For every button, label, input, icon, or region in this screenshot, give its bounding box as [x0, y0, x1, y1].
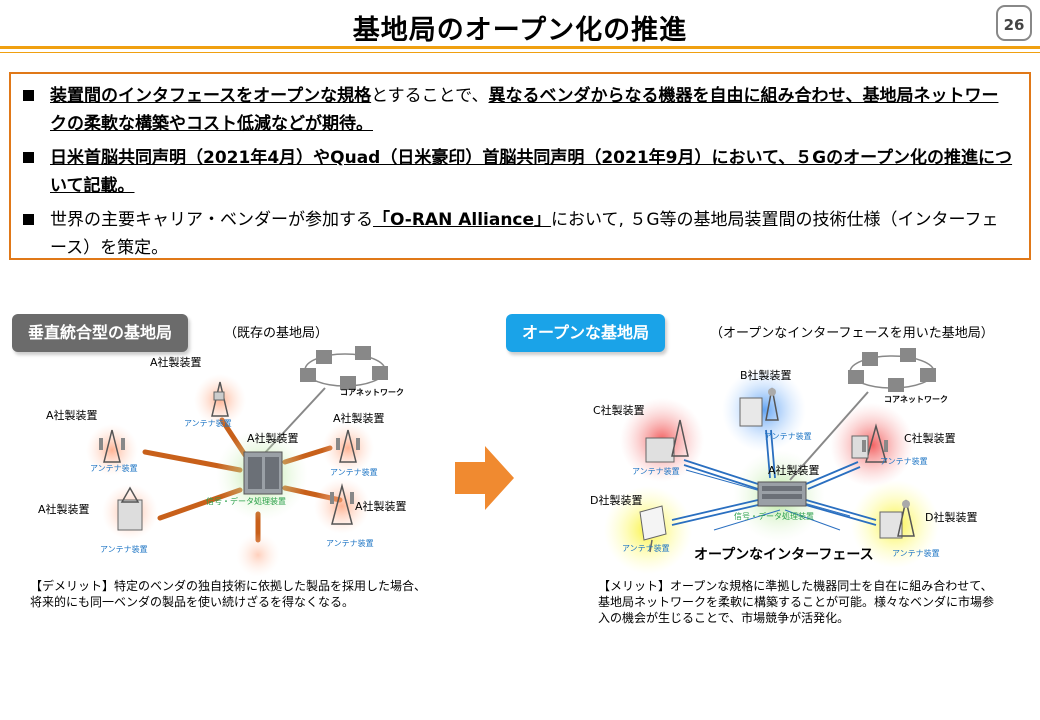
- processing-unit-icon: [757, 481, 807, 507]
- backhaul-link: [789, 391, 869, 481]
- square-bullet-icon: [23, 152, 34, 163]
- open-basestation-sublabel: （オープンなインターフェースを用いた基地局）: [710, 326, 994, 341]
- bullet-item: 装置間のインタフェースをオープンな規格とすることで、異なるベンダからなる機器を自…: [23, 82, 1015, 138]
- antenna-icon: [314, 478, 370, 534]
- core-network-label: コアネットワーク: [340, 388, 404, 397]
- processing-unit-icon: [243, 451, 283, 495]
- vendor-c-label: C社製装置: [904, 432, 956, 445]
- antenna-icon: [194, 374, 246, 426]
- antenna-icon: [879, 499, 915, 539]
- vendor-a-label: A社製装置: [150, 356, 202, 369]
- bullet-text: において, ５G等の基地局装置間の技術仕様（インターフェース）を策定。: [50, 210, 999, 258]
- vendor-a-label: A社製装置: [38, 503, 90, 516]
- processing-unit-label: 信号・データ処理装置: [734, 512, 814, 521]
- antenna-label: アンテナ装置: [90, 464, 138, 473]
- arrow-right-icon: [455, 446, 514, 510]
- processing-unit-label: 信号・データ処理装置: [206, 497, 286, 506]
- bullet-text-bold: 装置間のインタフェースをオープンな規格: [50, 86, 372, 106]
- antenna-label: アンテナ装置: [880, 457, 928, 466]
- demerit-caption: 【デメリット】特定のベンダの独自技術に依拠した製品を採用した場合、将来的にも同一…: [30, 579, 427, 609]
- antenna-label: アンテナ装置: [892, 549, 940, 558]
- title-rule: [0, 46, 1040, 49]
- vendor-a-label: A社製装置: [247, 432, 299, 445]
- title-rule-thin: [0, 52, 1040, 53]
- bullet-item: 日米首脳共同声明（2021年4月）やQuad（日米豪印）首脳共同声明（2021年…: [23, 144, 1015, 200]
- bullet-text: とすることで、: [371, 86, 489, 106]
- core-network-icon: [300, 346, 388, 390]
- vendor-d-label: D社製装置: [925, 511, 978, 524]
- antenna-label: アンテナ装置: [326, 539, 374, 548]
- page-number-badge: 26: [996, 5, 1032, 41]
- vertical-integrated-sublabel: （既存の基地局）: [224, 326, 329, 341]
- antenna-icon: [322, 422, 374, 474]
- antenna-label: アンテナ装置: [184, 419, 232, 428]
- square-bullet-icon: [23, 214, 34, 225]
- antenna-icon: [851, 423, 888, 463]
- vendor-b-label: B社製装置: [740, 369, 792, 382]
- antenna-label: アンテナ装置: [622, 544, 670, 553]
- vendor-a-label: A社製装置: [46, 409, 98, 422]
- core-network-icon: [848, 348, 936, 392]
- antenna-icon: [102, 484, 158, 540]
- bullet-text-bold: 異なるベンダからなる機器を自由に組み合わせ、基地局ネットワークの柔軟な構築やコス…: [50, 86, 999, 134]
- open-basestation-label: オープンな基地局: [506, 314, 666, 352]
- merit-caption: 【メリット】オープンな規格に準拠した機器同士を自在に組み合わせて、基地局ネットワ…: [598, 579, 995, 625]
- vendor-d-label: D社製装置: [590, 494, 643, 507]
- antenna-icon: [645, 419, 689, 463]
- page-title: 基地局のオープン化の推進: [352, 15, 688, 46]
- vendor-c-label: C社製装置: [593, 404, 645, 417]
- antenna-label: アンテナ装置: [330, 468, 378, 477]
- antenna-icon: [639, 505, 667, 553]
- antenna-icon: [86, 424, 138, 476]
- bullet-text-bold: 「O-RAN Alliance」: [373, 210, 552, 230]
- summary-box: 装置間のインタフェースをオープンな規格とすることで、異なるベンダからなる機器を自…: [9, 72, 1031, 260]
- bullet-text-bold: 日米首脳共同声明（2021年4月）やQuad（日米豪印）首脳共同声明（2021年…: [50, 148, 1013, 196]
- square-bullet-icon: [23, 90, 34, 101]
- antenna-label: アンテナ装置: [764, 432, 812, 441]
- open-interface-links: [671, 429, 877, 531]
- vendor-a-label: A社製装置: [768, 464, 820, 477]
- bullet-item: 世界の主要キャリア・ベンダーが参加する「O-RAN Alliance」において,…: [23, 206, 1015, 262]
- antenna-label: アンテナ装置: [632, 467, 680, 476]
- bullet-text: 世界の主要キャリア・ベンダーが参加する: [50, 210, 373, 230]
- vertical-integrated-label: 垂直統合型の基地局: [12, 314, 189, 352]
- open-interface-label: オープンなインターフェース: [694, 547, 874, 563]
- antenna-icon: [739, 387, 779, 427]
- vendor-a-label: A社製装置: [333, 412, 385, 425]
- antenna-label: アンテナ装置: [100, 545, 148, 554]
- vendor-a-label: A社製装置: [355, 500, 407, 513]
- core-network-label: コアネットワーク: [884, 395, 948, 404]
